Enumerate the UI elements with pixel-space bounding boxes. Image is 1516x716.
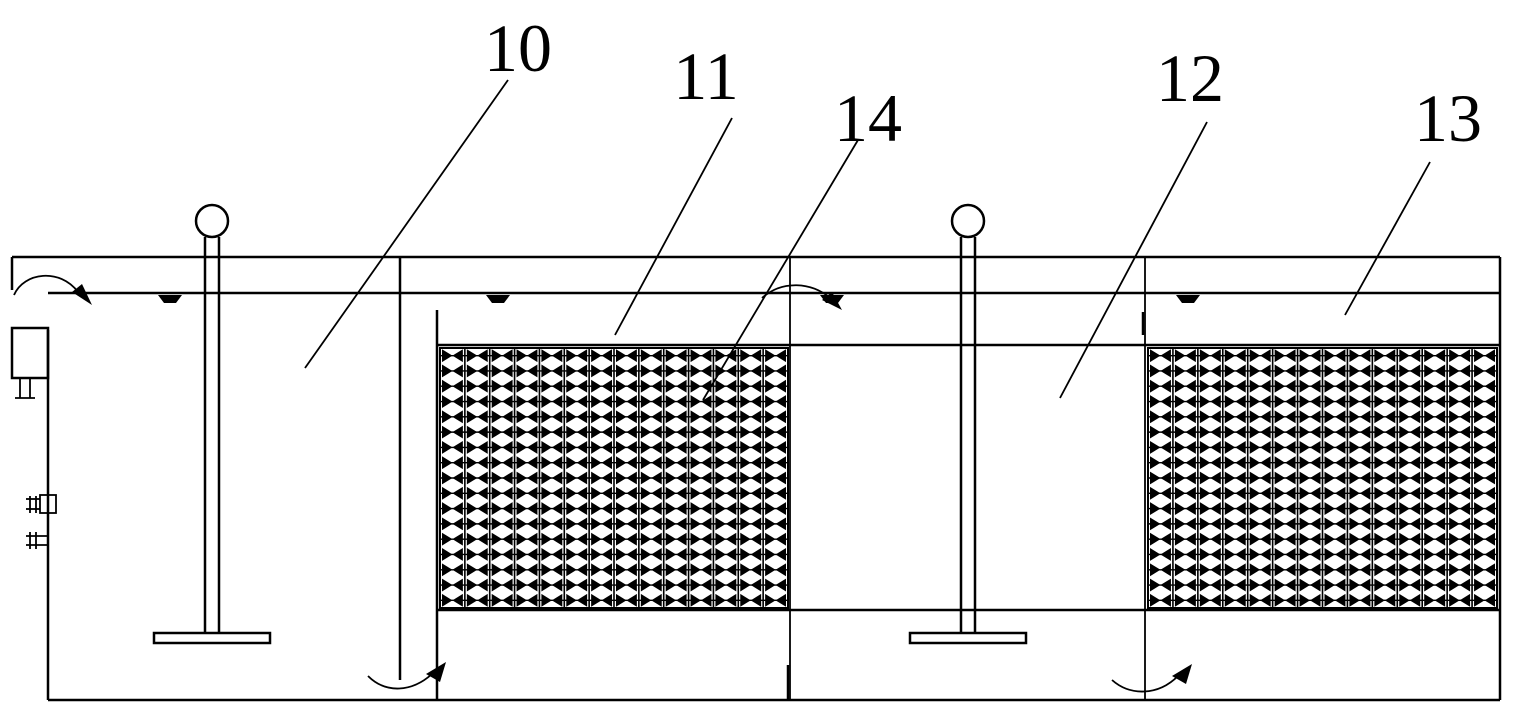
label-11: 11 <box>673 38 738 114</box>
underflow-arrow-icon <box>426 662 446 682</box>
inlet-arrow-icon <box>72 284 92 305</box>
diffuser-icon <box>1176 295 1200 303</box>
label-13: 13 <box>1414 80 1482 156</box>
label-14: 14 <box>834 80 902 156</box>
tank-outline <box>10 255 1502 702</box>
diffuser-icon <box>486 295 510 303</box>
diffusers <box>158 295 1200 303</box>
flow-arrows <box>367 284 1192 693</box>
leader-lines <box>304 79 1431 401</box>
label-12: 12 <box>1156 40 1224 116</box>
label-10: 10 <box>484 10 552 86</box>
diffuser-icon <box>158 295 182 303</box>
biofilm-media-block-1 <box>439 347 789 609</box>
aerator-right <box>908 203 1028 645</box>
aerator-left <box>152 203 272 645</box>
media-frame-lines <box>437 343 1500 612</box>
chamber-partitions <box>398 257 1146 700</box>
wall-valves <box>26 494 57 549</box>
inlet-pipe <box>10 274 92 399</box>
underflow-arrow-icon <box>1172 664 1192 684</box>
overflow-arrow-icon <box>822 292 842 310</box>
biofilm-media-block-2 <box>1147 347 1498 609</box>
